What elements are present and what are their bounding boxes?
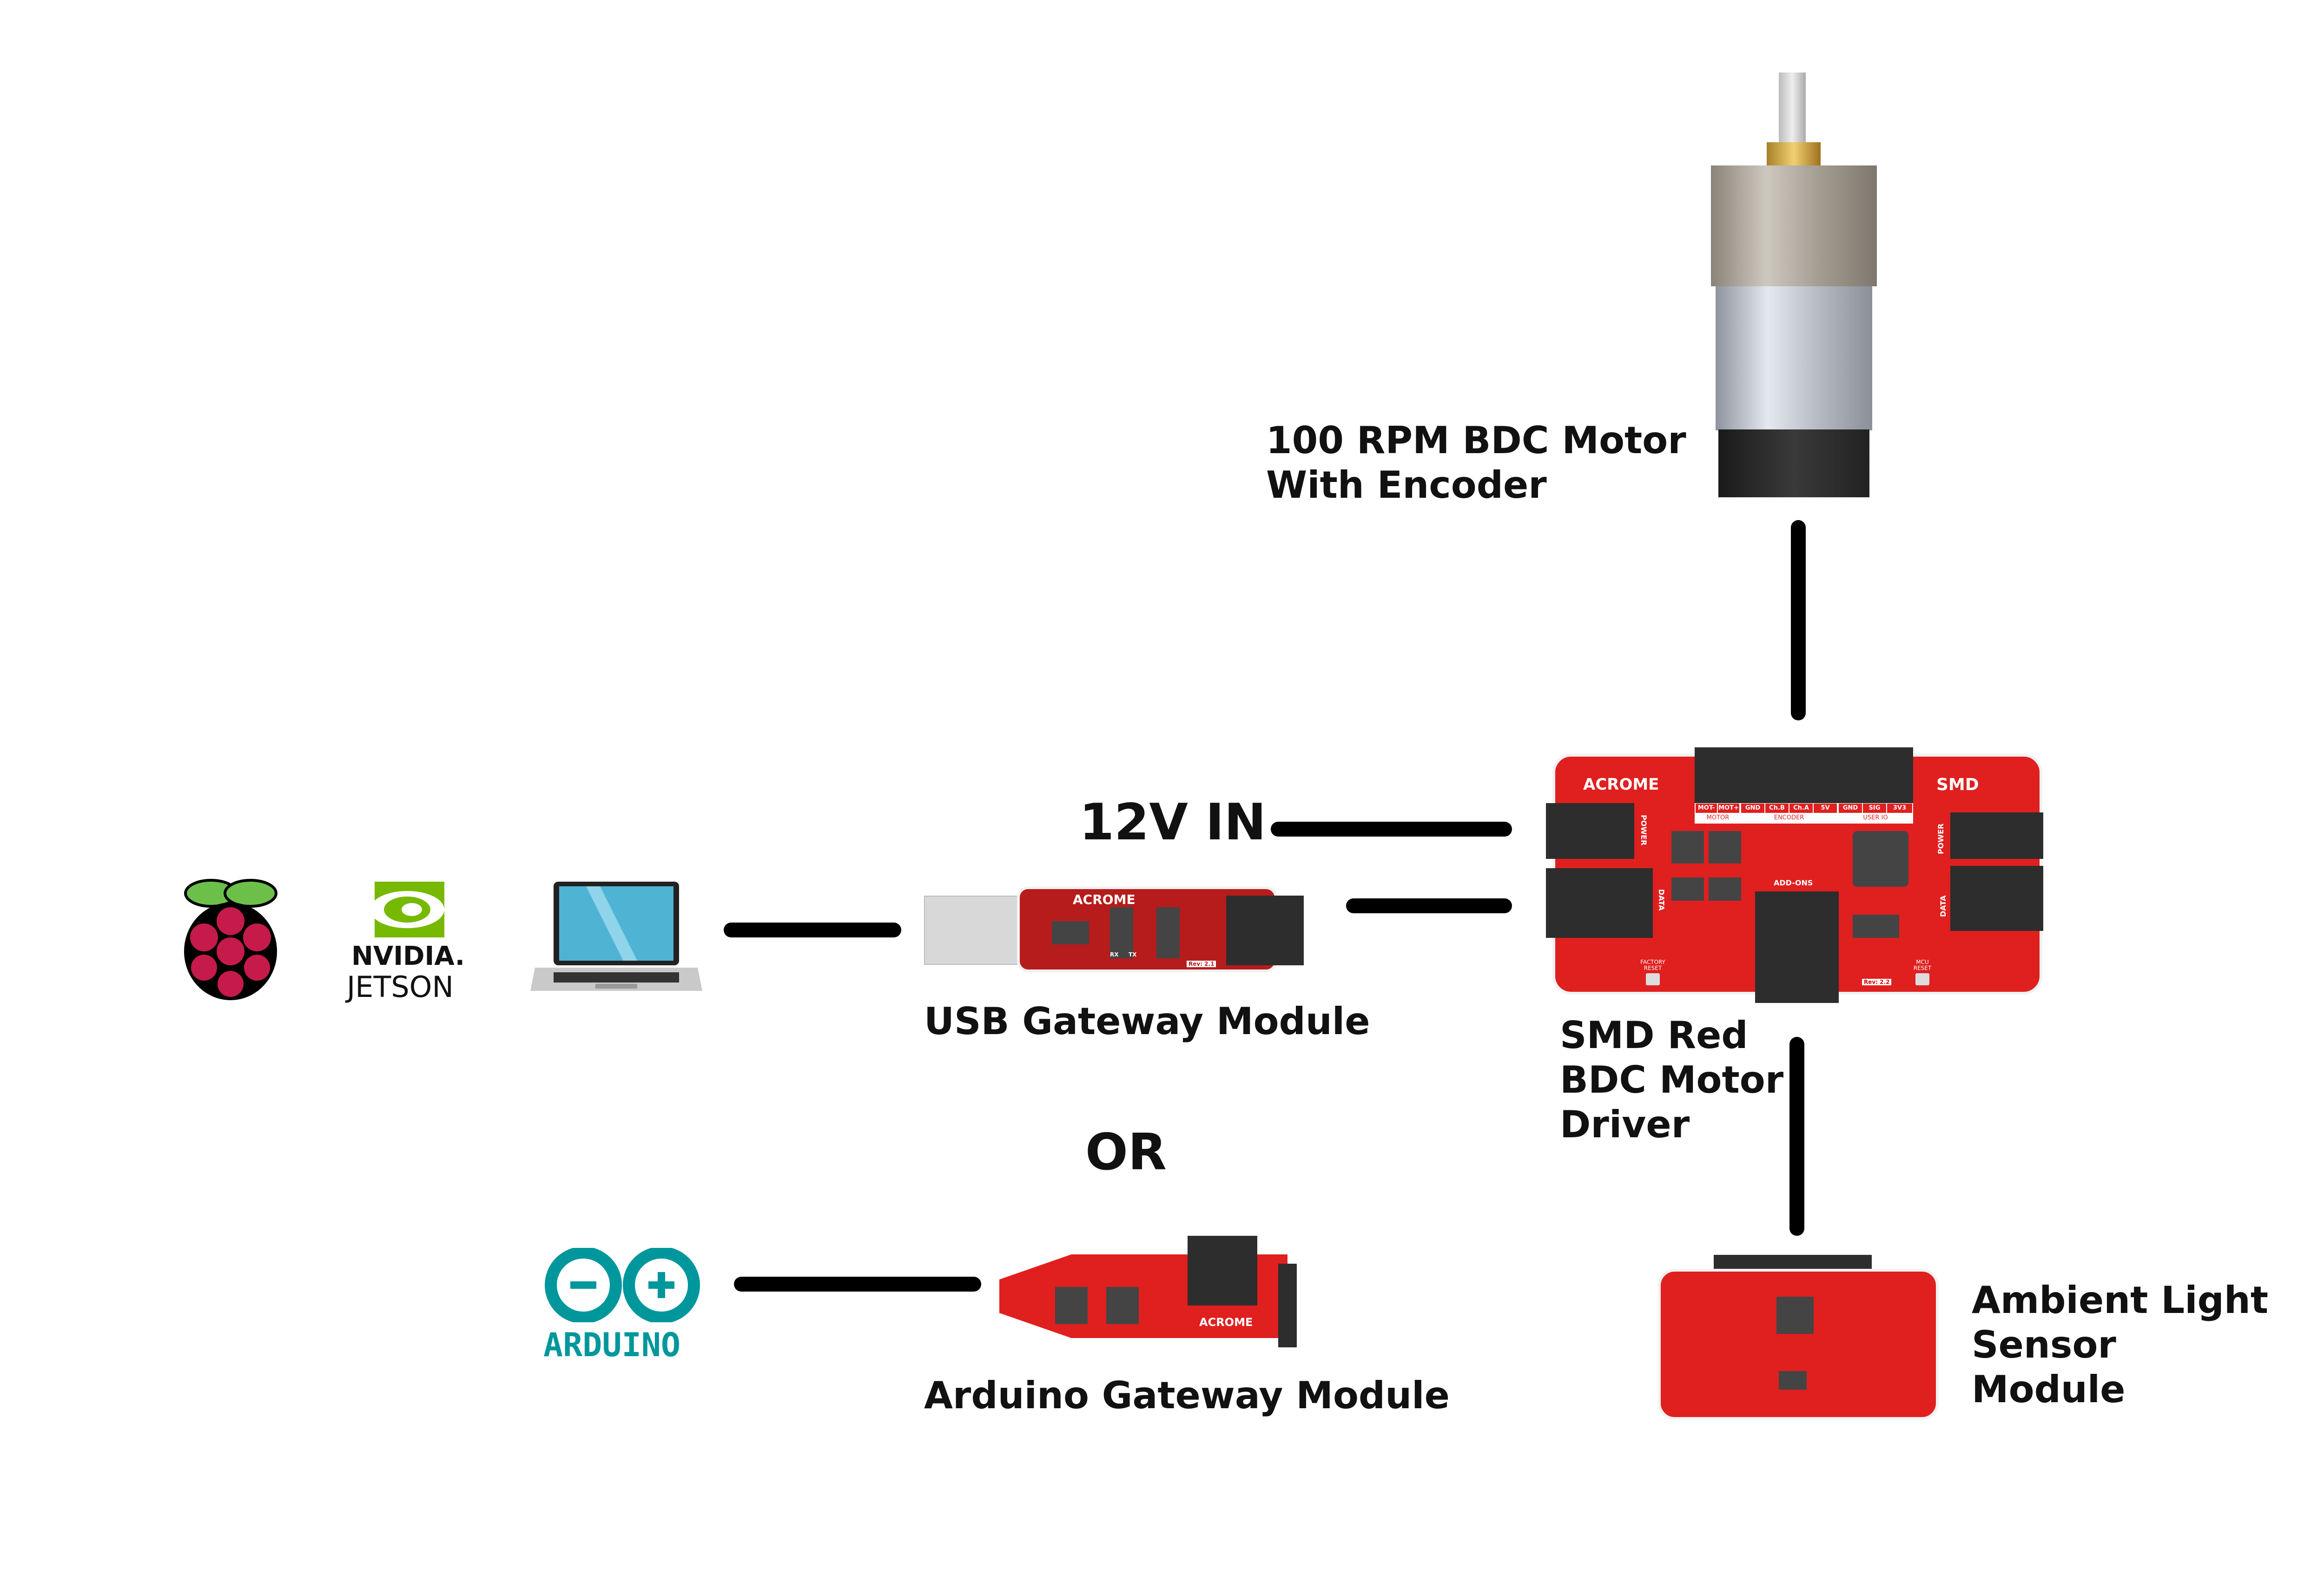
group-label-user-io: USER IO bbox=[1863, 814, 1888, 821]
mcu-reset-label: MCU RESET bbox=[1913, 959, 1932, 971]
sensor-label-line: Ambient Light bbox=[1972, 1279, 2269, 1322]
laptop-icon bbox=[530, 882, 702, 991]
arduino-gateway-label: Arduino Gateway Module bbox=[924, 1374, 1450, 1417]
driver-label: SMD Red BDC Motor Driver bbox=[1560, 1013, 1783, 1147]
sensor-label-line: Sensor bbox=[1972, 1323, 2116, 1366]
arduino-gateway-module-image: ACROME bbox=[999, 1236, 1300, 1357]
sensor-label-line: Module bbox=[1972, 1368, 2126, 1411]
pin-label: GND bbox=[1839, 804, 1862, 813]
pin-label: GND bbox=[1741, 804, 1764, 813]
power-in-wire bbox=[1271, 822, 1512, 837]
usb-rev: Rev: 2.1 bbox=[1187, 961, 1216, 967]
nvidia-jetson-logo: NVIDIA. JETSON bbox=[347, 882, 475, 1004]
pin-label: 5V bbox=[1814, 804, 1837, 813]
driver-label-line: Driver bbox=[1560, 1103, 1690, 1146]
ambient-light-sensor-image bbox=[1658, 1255, 1939, 1420]
smd-logo: SMD bbox=[1936, 775, 1979, 794]
usb-gateway-label: USB Gateway Module bbox=[924, 1000, 1370, 1043]
motor-label-line: With Encoder bbox=[1266, 463, 1547, 507]
or-label: OR bbox=[1085, 1123, 1167, 1181]
power-label-left: POWER bbox=[1639, 815, 1648, 846]
factory-reset-button[interactable] bbox=[1646, 973, 1660, 985]
pin-label: Ch.B bbox=[1765, 804, 1789, 813]
data-label-right: DATA bbox=[1939, 895, 1948, 917]
driver-label-line: BDC Motor bbox=[1560, 1058, 1784, 1101]
arduino-infinity-icon bbox=[545, 1248, 700, 1322]
usb-acrome-logo: ACROME bbox=[1073, 892, 1136, 907]
addons-label: ADD-ONS bbox=[1774, 878, 1813, 887]
arduino-logo: ARDUINO bbox=[542, 1248, 702, 1364]
pin-label: MOT+ bbox=[1718, 804, 1739, 813]
pin-label: SIG bbox=[1863, 804, 1886, 813]
bdc-motor-image bbox=[1711, 73, 1877, 497]
driver-to-sensor-wire bbox=[1789, 1037, 1804, 1236]
tx-label: TX bbox=[1129, 951, 1137, 958]
motor-label-line: 100 RPM BDC Motor bbox=[1266, 419, 1686, 462]
power-label-right: POWER bbox=[1936, 823, 1945, 854]
driver-rev: Rev: 2.2 bbox=[1862, 979, 1892, 985]
jetson-text: JETSON bbox=[347, 970, 454, 1004]
data-label-left: DATA bbox=[1657, 889, 1666, 911]
nvidia-text: NVIDIA. bbox=[351, 941, 465, 971]
motor-to-driver-wire bbox=[1791, 520, 1806, 720]
arduino-to-gateway-wire bbox=[734, 1277, 981, 1292]
laptop-to-gateway-wire bbox=[724, 923, 901, 937]
group-label-encoder: ENCODER bbox=[1774, 814, 1804, 821]
power-in-label: 12V IN bbox=[1079, 793, 1267, 851]
motor-label: 100 RPM BDC Motor With Encoder bbox=[1266, 418, 1686, 508]
acrome-logo: ACROME bbox=[1583, 775, 1659, 794]
nvidia-eye-icon bbox=[370, 882, 444, 937]
sensor-label: Ambient Light Sensor Module bbox=[1972, 1278, 2268, 1412]
factory-reset-label: FACTORY RESET bbox=[1640, 959, 1665, 971]
driver-label-line: SMD Red bbox=[1560, 1014, 1748, 1057]
arduino-gw-acrome-logo: ACROME bbox=[1199, 1316, 1253, 1329]
pin-label: 3V3 bbox=[1887, 804, 1912, 813]
smd-red-driver-board: MOT- MOT+ GND Ch.B Ch.A 5V GND SIG 3V3 M… bbox=[1546, 747, 2043, 1003]
pin-label: MOT- bbox=[1696, 804, 1717, 813]
usb-gateway-module-image: ACROME RX TX Rev: 2.1 bbox=[924, 886, 1304, 972]
arduino-text: ARDUINO bbox=[543, 1326, 681, 1364]
gateway-to-driver-wire bbox=[1346, 898, 1512, 913]
group-label-motor: MOTOR bbox=[1706, 814, 1730, 821]
rx-label: RX bbox=[1110, 951, 1119, 958]
raspberry-pi-logo bbox=[184, 879, 277, 1000]
pin-label: Ch.A bbox=[1789, 804, 1813, 813]
mcu-reset-button[interactable] bbox=[1915, 973, 1929, 985]
